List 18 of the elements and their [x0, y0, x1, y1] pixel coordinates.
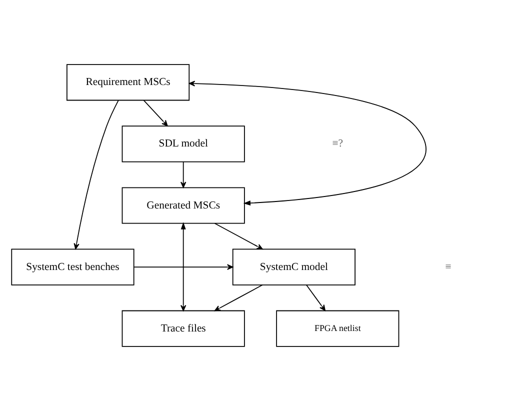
node-box: Generated MSCs: [122, 186, 245, 224]
node-box: FPGA netlist: [276, 310, 400, 346]
arrow: [188, 80, 426, 206]
arrow: [214, 222, 263, 250]
arrow: [134, 264, 234, 270]
arrow: [214, 284, 263, 311]
label: ≡?: [332, 137, 344, 150]
node-box: Requirement MSCs: [66, 64, 190, 100]
label: ≡: [445, 260, 452, 272]
arrow: [306, 284, 326, 310]
node-box: SystemC test benches: [11, 248, 134, 285]
arrow: [180, 160, 186, 188]
node-box: SDL model: [122, 125, 245, 162]
node-box: SystemC model: [232, 248, 356, 285]
arrow: [74, 99, 119, 249]
arrow: [143, 99, 168, 126]
arrow: [180, 222, 186, 311]
node-box: Trace files: [122, 310, 245, 346]
